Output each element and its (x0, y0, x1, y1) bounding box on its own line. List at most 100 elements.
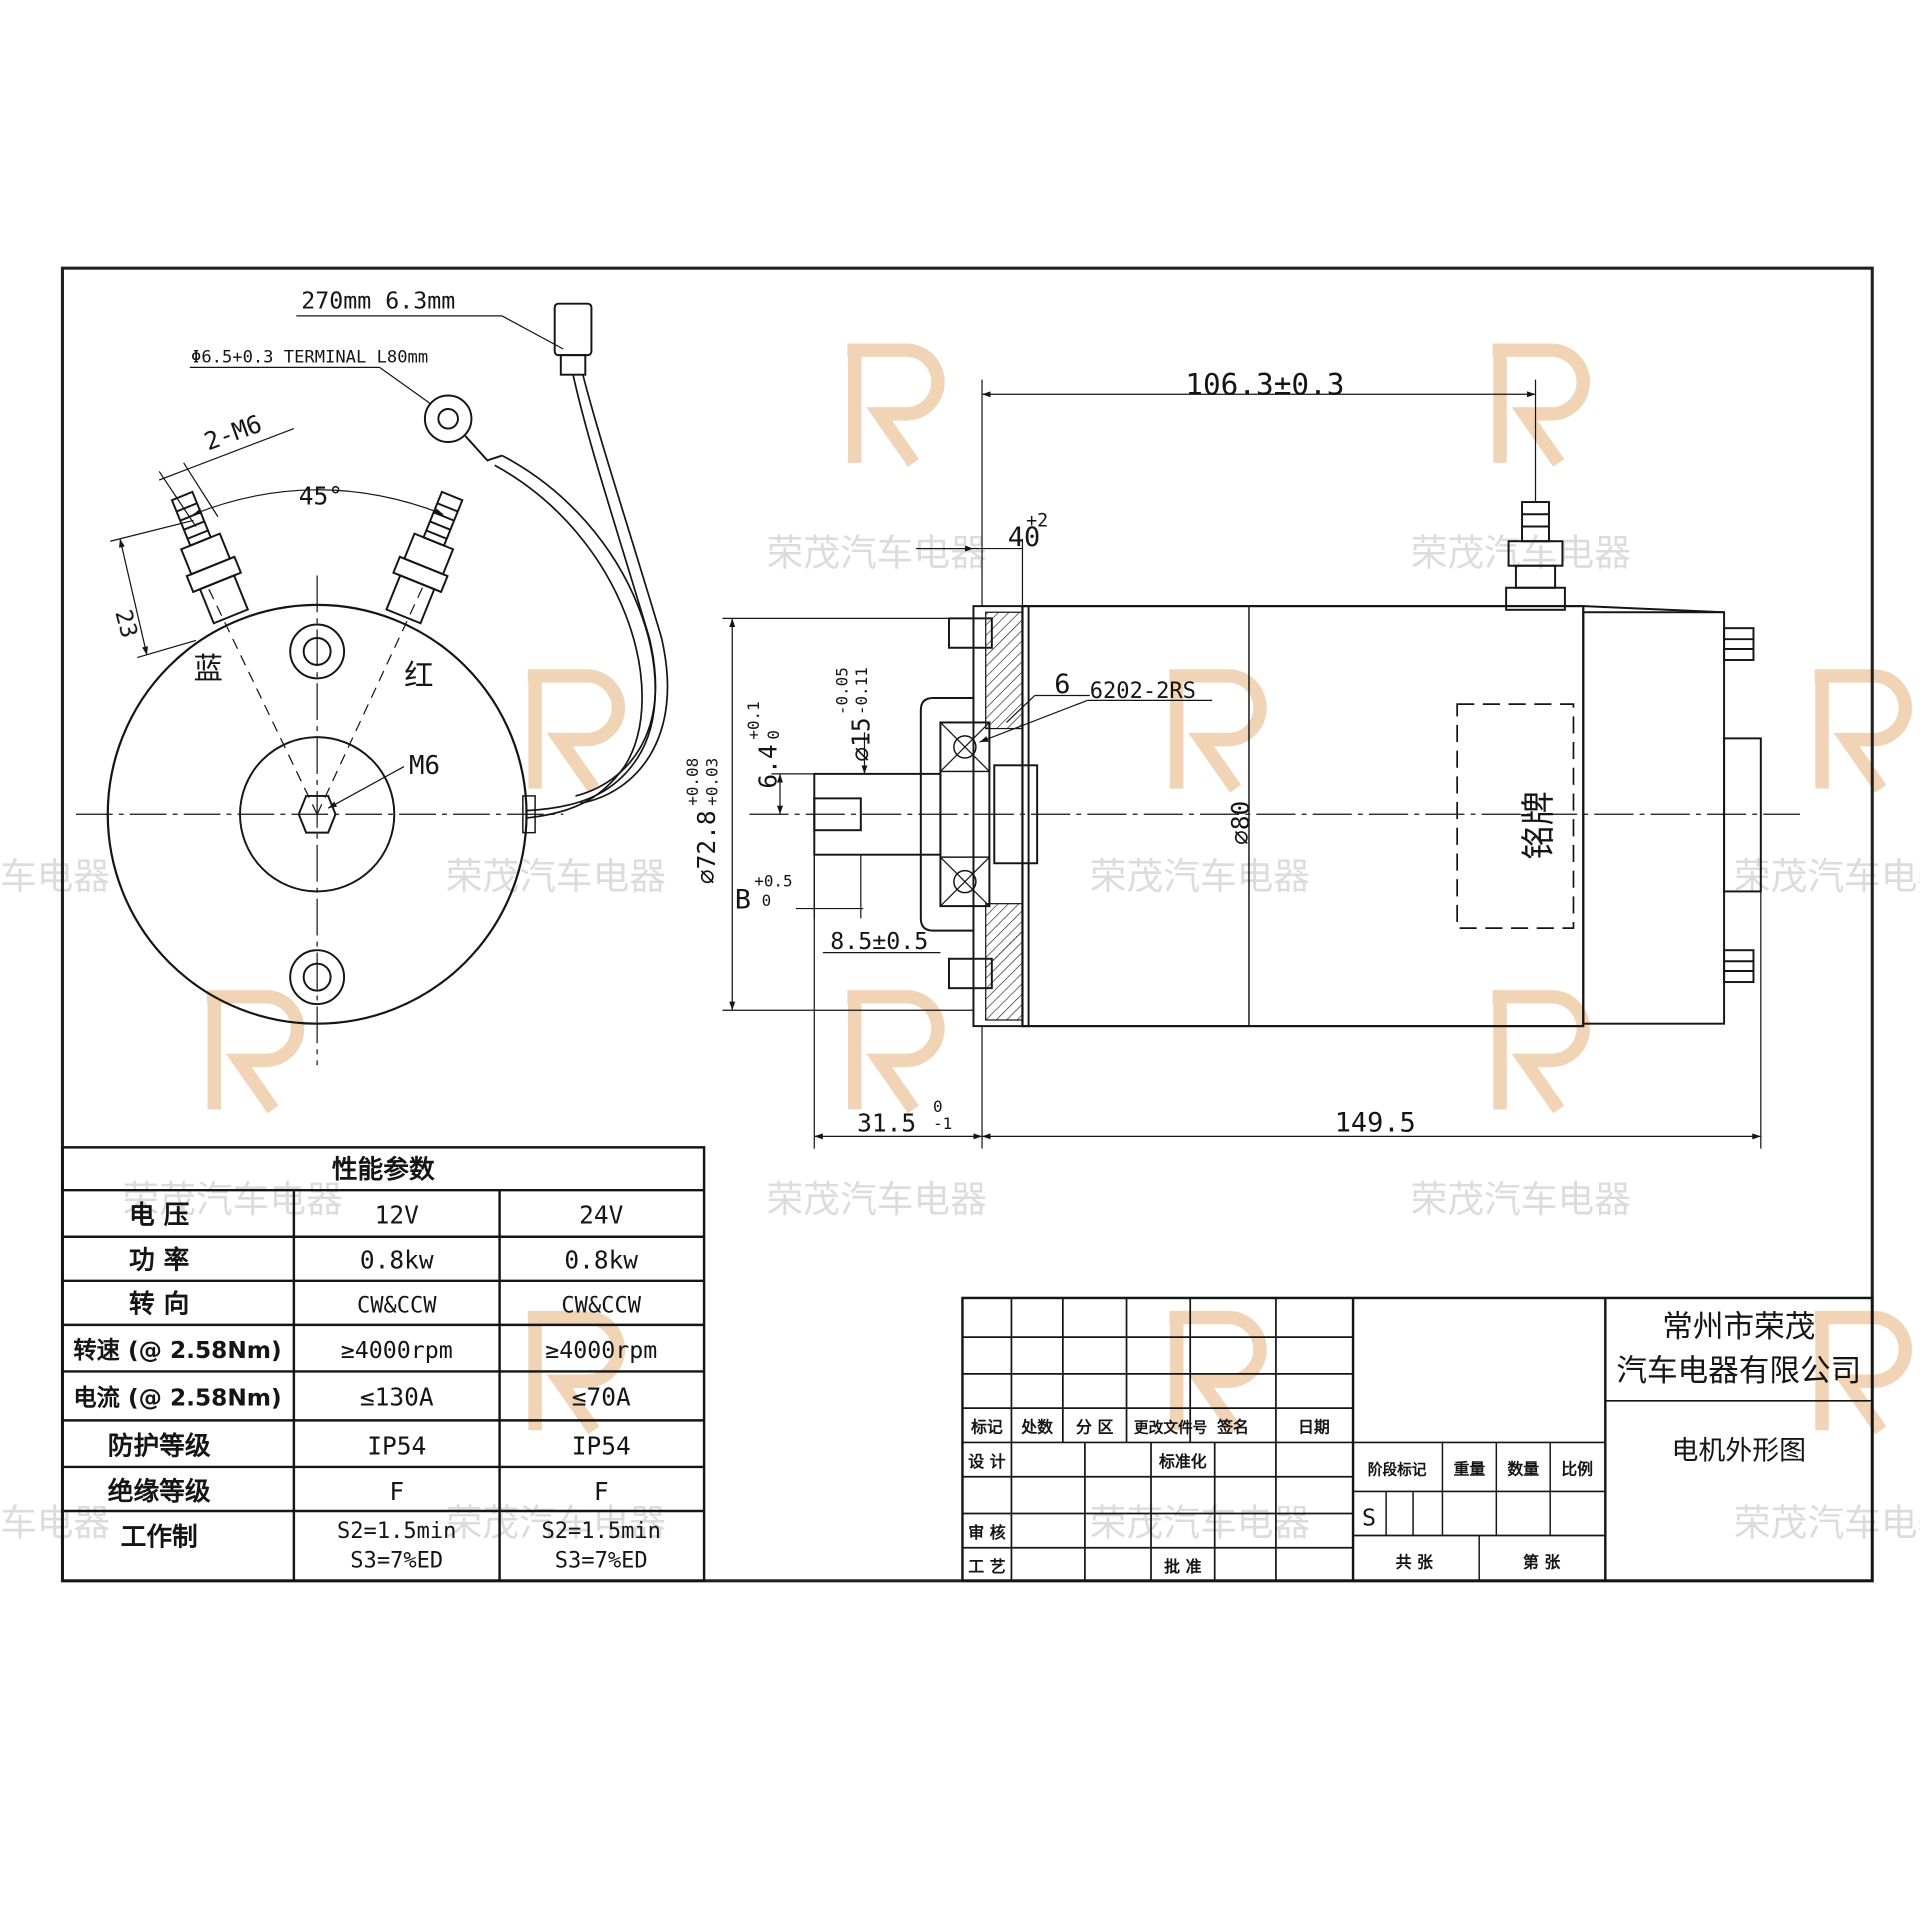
end-view-housing-circle (106, 603, 528, 1025)
tb-row-design: 设 计 (968, 1452, 1005, 1471)
cable-label: 270mm 6.3mm (301, 288, 455, 315)
key-height-tol-bot: 0 (764, 730, 783, 740)
key-height-dim: 6.4 (753, 744, 782, 788)
spec-table-title: 性能参数 (332, 1154, 435, 1185)
tb-row-review: 审 核 (968, 1523, 1005, 1542)
ring-terminal (423, 394, 473, 444)
shaft-length-dim: 31.5 (857, 1108, 916, 1137)
shaft-dia-dim: ⌀15 (846, 717, 875, 761)
tb-header-mark: 标记 (970, 1418, 1003, 1437)
tb-row-process: 工 艺 (968, 1557, 1005, 1576)
spec-label: 防护等级 (108, 1431, 211, 1462)
duty-12v-line2: S3=7%ED (350, 1548, 443, 1573)
key-width-dim: B (735, 885, 751, 916)
mount-hole-top-inner (302, 636, 332, 666)
stud-angle-line-right (316, 587, 424, 815)
title-block-frame (961, 1296, 1874, 1583)
key-height-tol-top: +0.1 (744, 701, 763, 739)
end-view-labels: 270mm 6.3mm Φ6.5+0.3 TERMINAL L80mm 2-M6… (109, 288, 455, 781)
duty-24v-line2: S3=7%ED (555, 1548, 648, 1573)
spec-label: 转速 (@ 2.58Nm) (73, 1337, 281, 1364)
length-top-dim: 106.3±0.3 (1185, 367, 1344, 401)
tb-company-line1: 常州市荣茂 (1662, 1310, 1815, 1345)
duty-12v-line1: S2=1.5min (337, 1519, 456, 1544)
body-dia-dim: ⌀80 (1226, 801, 1255, 845)
watermark-text: 荣茂汽车电器 (1734, 1502, 1920, 1545)
flange-width-dim: 40 (1008, 522, 1040, 553)
drawing-border (60, 266, 1874, 1583)
tb-row-approve: 批 准 (1164, 1557, 1201, 1576)
nameplate-label: 铭牌 (1519, 791, 1559, 860)
side-view-labels: 106.3±0.3 40 +2 6 6202-2RS ⌀15 -0.05 -0.… (683, 367, 1559, 1138)
watermark-text: 荣茂汽车电器 (1411, 532, 1631, 575)
watermark-text: 荣茂汽车电器 (767, 1178, 987, 1221)
shaft-length-tol-bot: -1 (933, 1114, 952, 1133)
spec-value-24v: 24V (579, 1200, 623, 1229)
angle-label: 45° (299, 481, 343, 510)
rear-cover (1582, 611, 1726, 1025)
spec-label: 电 压 (129, 1200, 190, 1230)
tb-sheets-total: 共 张 (1396, 1552, 1433, 1571)
watermark-text: 荣茂汽车电器 (1090, 1502, 1310, 1545)
spec-value-24v: CW&CCW (561, 1294, 641, 1319)
spec-value-12v: 12V (375, 1200, 419, 1229)
tb-qty: 数量 (1507, 1459, 1539, 1478)
terminal-label: Φ6.5+0.3 TERMINAL L80mm (191, 347, 428, 367)
watermark-text: 荣茂汽车电器 (122, 1178, 342, 1221)
body-length-dim: 149.5 (1335, 1107, 1416, 1138)
red-wire-label: 红 (404, 659, 433, 693)
spec-value-24v: IP54 (572, 1432, 631, 1461)
ring-terminal-tail (464, 435, 503, 462)
spec-value-12v: ≥4000rpm (341, 1337, 453, 1364)
tb-stage-mark: 阶段标记 (1368, 1460, 1427, 1478)
dim-23-line (119, 538, 148, 656)
spec-value-12v: CW&CCW (357, 1294, 437, 1319)
spec-value-12v: ≤130A (360, 1383, 434, 1412)
spec-label: 转 向 (129, 1290, 189, 1320)
stud-angle-line-left (207, 587, 318, 815)
angle-45-arc (193, 489, 444, 515)
duty-24v-line1: S2=1.5min (542, 1519, 661, 1544)
spec-label: 电流 (@ 2.58Nm) (73, 1385, 281, 1412)
tb-weight: 重量 (1453, 1459, 1485, 1478)
side-view (722, 379, 1800, 1149)
motor-body (1021, 605, 1585, 1028)
tb-header-doc: 更改文件号 (1134, 1419, 1207, 1437)
spec-label: 功 率 (129, 1245, 189, 1276)
spec-value-24v: 0.8kw (564, 1246, 638, 1275)
watermark-text: 荣茂汽车电器 (1734, 855, 1920, 898)
key-width-tol-top: +0.5 (754, 872, 792, 891)
watermark-text: 荣茂汽车电器 (446, 855, 666, 898)
tb-header-sign: 签名 (1216, 1418, 1249, 1437)
center-thread-label: M6 (409, 751, 440, 781)
tb-header-count: 处数 (1020, 1418, 1053, 1437)
bearing-label: 6202-2RS (1090, 679, 1196, 704)
spec-value-24v: F (594, 1477, 609, 1506)
flange-bolt-bottom (948, 957, 993, 990)
tb-row-standard: 标准化 (1158, 1452, 1207, 1471)
wire-ring-2 (494, 464, 643, 819)
shaft-dia-tol-top: -0.05 (832, 667, 851, 715)
title-block-text: 标记 处数 分 区 更改文件号 签名 日期 设 计 标准化 审 核 工 艺 批 … (968, 1310, 1861, 1576)
tb-sheet-no: 第 张 (1523, 1552, 1560, 1571)
mount-hole-top (289, 623, 346, 680)
mount-hole-bottom-inner (302, 962, 332, 992)
pilot-dia-tol-top: +0.08 (683, 758, 702, 806)
spec-value-12v: F (389, 1477, 404, 1506)
end-view (75, 302, 669, 1066)
watermark-text: 荣茂汽车电器 (0, 855, 110, 898)
groove-dim: 6 (1054, 669, 1070, 700)
spec-value-12v: IP54 (367, 1432, 426, 1461)
watermark-text: 荣茂汽车电器 (1090, 855, 1310, 898)
spec-table (61, 1146, 706, 1583)
watermark-text: 荣茂汽车电器 (1411, 1178, 1631, 1221)
tb-header-date: 日期 (1298, 1418, 1330, 1437)
blue-wire-label: 蓝 (193, 651, 222, 685)
m6-leader (327, 765, 405, 809)
rear-bolt-bottom (1723, 949, 1755, 984)
tb-header-zone: 分 区 (1076, 1418, 1113, 1437)
tb-scale: 比例 (1561, 1459, 1593, 1478)
spec-label: 工作制 (121, 1522, 198, 1552)
rear-bolt-top (1723, 627, 1755, 661)
